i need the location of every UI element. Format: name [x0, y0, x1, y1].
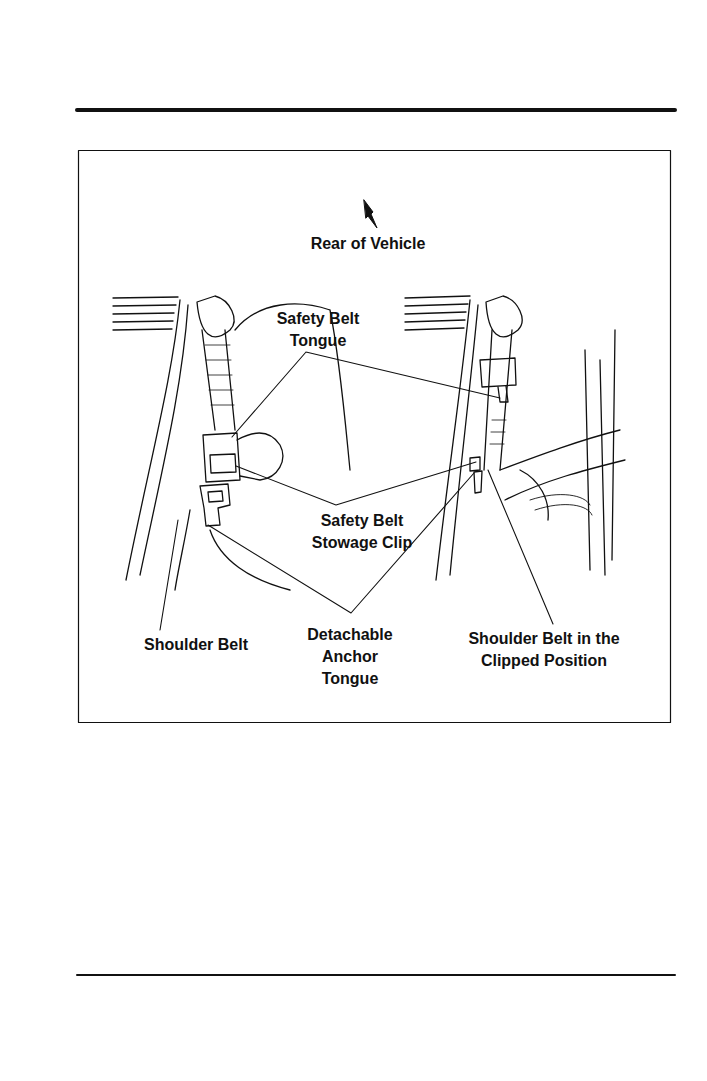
- anchor-tongue: [200, 484, 230, 526]
- leader-line: [208, 473, 474, 613]
- stowage-clip: [470, 457, 480, 471]
- figure-frame: [79, 151, 671, 723]
- direction-arrow: [364, 200, 377, 228]
- rear-seat: [500, 430, 625, 520]
- part-label: Shoulder Belt: [126, 634, 266, 656]
- leader-line: [160, 520, 178, 630]
- door-pillar: [126, 300, 180, 580]
- webbing-texture: [490, 420, 506, 444]
- shoulder-belt-webbing: [202, 330, 235, 430]
- belt-tongue: [480, 358, 516, 387]
- leader-line: [232, 352, 500, 437]
- window-frame: [113, 297, 178, 330]
- tongue-slot: [210, 454, 236, 473]
- webbing-texture: [205, 345, 234, 405]
- door-pillar: [450, 305, 478, 575]
- leader-lines: [160, 352, 553, 630]
- belt-tongue: [203, 433, 240, 482]
- footer-rule: [77, 974, 675, 976]
- seat-back: [235, 304, 350, 470]
- seat-stitching: [530, 495, 592, 515]
- header-rule: [77, 108, 675, 112]
- seat-edge: [175, 510, 290, 590]
- leader-line: [236, 462, 476, 505]
- part-label: Safety Belt Tongue: [263, 308, 373, 352]
- door-pillar: [140, 305, 188, 575]
- right-scene: [405, 296, 625, 580]
- anchor-tongue: [474, 471, 482, 493]
- part-label: Detachable Anchor Tongue: [299, 624, 401, 690]
- part-label: Shoulder Belt in the Clipped Position: [455, 628, 633, 672]
- window-frame: [405, 296, 470, 330]
- tongue-tip: [498, 386, 508, 402]
- hand: [237, 433, 283, 480]
- door-panel: [585, 330, 615, 575]
- direction-label: Rear of Vehicle: [288, 233, 448, 255]
- part-label: Safety Belt Stowage Clip: [301, 510, 423, 554]
- shoulder-belt-webbing: [484, 330, 512, 470]
- leader-line: [488, 470, 553, 624]
- anchor-slot: [208, 491, 223, 502]
